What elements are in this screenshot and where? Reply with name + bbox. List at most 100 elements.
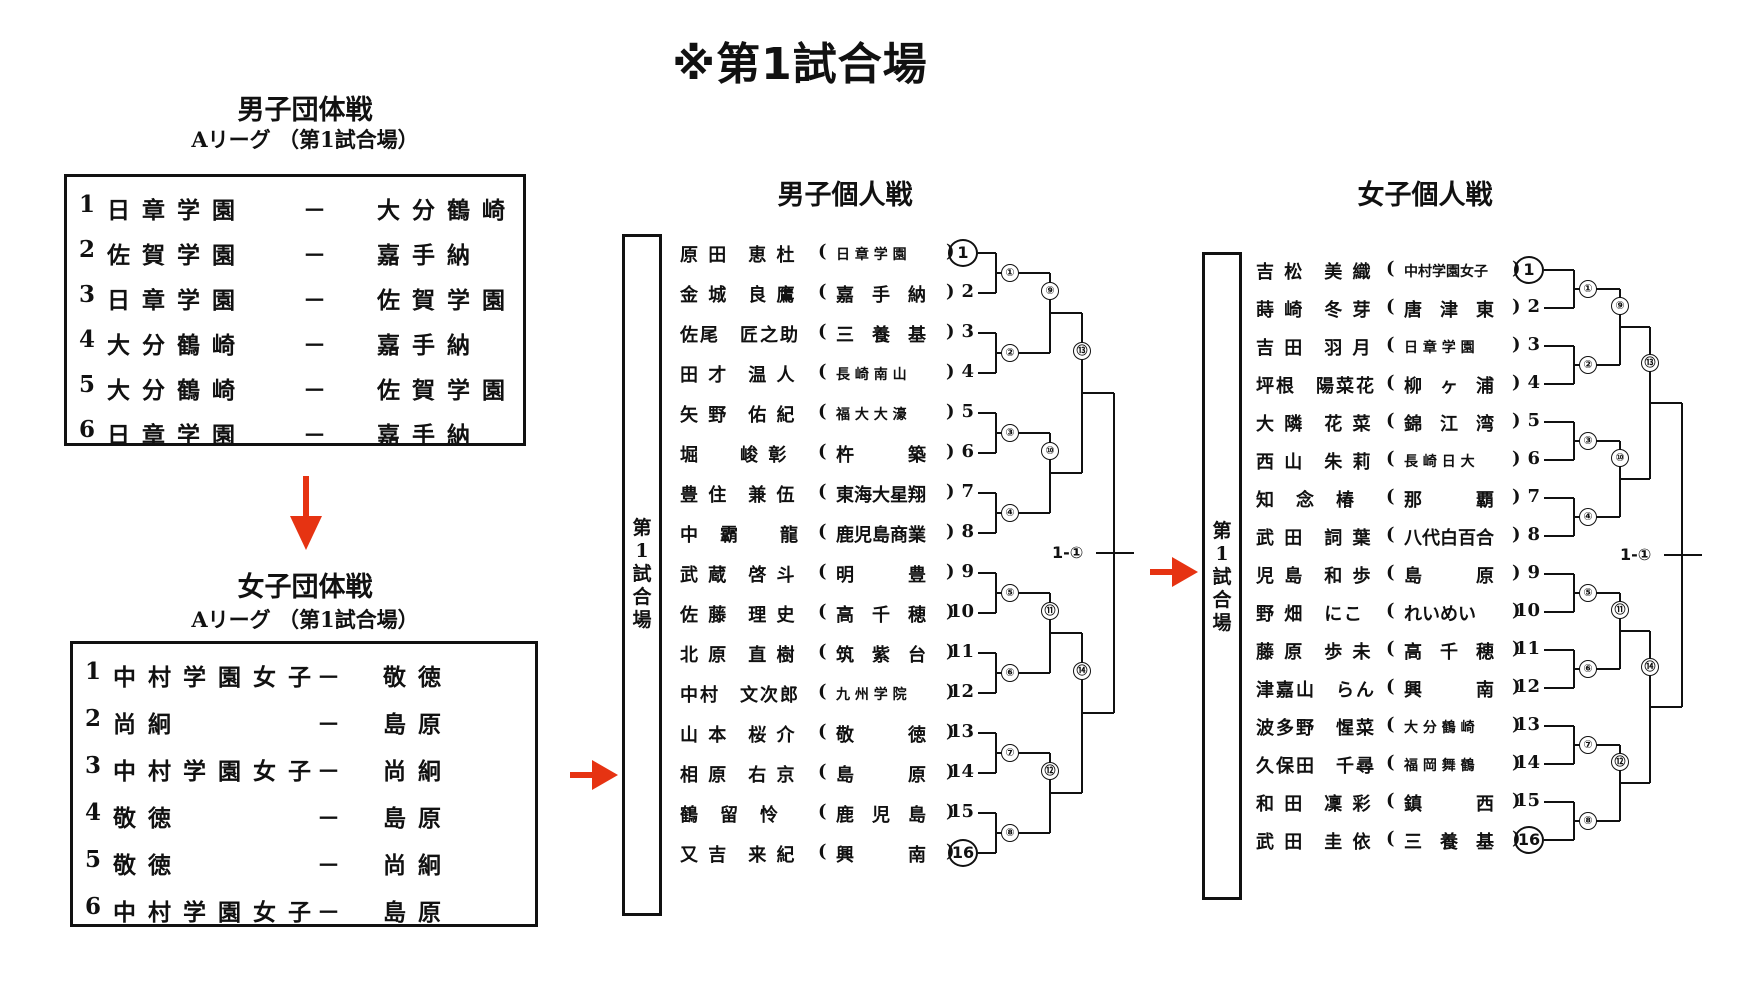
team-b: 嘉手納	[377, 242, 482, 269]
match-number-badge: ⑧	[1579, 812, 1597, 830]
player-name: 堀 峻 彰	[680, 445, 789, 466]
player-number: 8	[1527, 524, 1540, 545]
team-a: 日章学園	[107, 422, 247, 449]
match-number-badge: ⑦	[1579, 736, 1597, 754]
bracket-line	[1574, 820, 1620, 822]
versus-dash: －	[303, 332, 326, 359]
player-number: 13	[1514, 714, 1540, 735]
player-number: 5	[1527, 410, 1540, 431]
paren: (	[1386, 714, 1395, 735]
player-name: 山 本 桜 介	[680, 725, 797, 746]
paren: (	[1386, 828, 1395, 849]
match-number-badge: ⑦	[1001, 744, 1019, 762]
player-name: 和 田 凜 彩	[1256, 794, 1373, 815]
player-number: 4	[1527, 372, 1540, 393]
match-number-badge: ③	[1579, 432, 1597, 450]
paren: (	[818, 361, 827, 382]
player-number: 15	[1514, 790, 1540, 811]
match-number-badge: ⑥	[1001, 664, 1019, 682]
bracket-line	[1544, 801, 1574, 803]
final-match-label: 1-①	[1052, 543, 1084, 562]
team-a: 大分鶴崎	[107, 332, 247, 359]
paren: )	[1512, 486, 1521, 507]
school-name: れいめい	[1404, 604, 1476, 625]
bracket-line	[1620, 326, 1650, 328]
player-name: 原 田 恵 杜	[680, 245, 797, 266]
match-number: 3	[79, 281, 96, 308]
bracket-line	[1650, 402, 1682, 404]
player-name: 矢 野 佑 紀	[680, 405, 797, 426]
seed-number: 16	[1514, 826, 1544, 854]
school-name: 興 南	[1404, 680, 1494, 701]
school-name: 高 千 穂	[836, 605, 926, 626]
match-number-badge: ④	[1579, 508, 1597, 526]
team-a: 日章学園	[107, 287, 247, 314]
match-number-badge: ⑩	[1611, 449, 1629, 467]
paren: )	[1512, 790, 1521, 811]
school-name: 唐 津 東	[1404, 300, 1494, 321]
team-b: 島原	[383, 711, 453, 738]
bracket-line	[996, 432, 1050, 434]
player-number: 6	[1527, 448, 1540, 469]
paren: (	[1386, 258, 1395, 279]
bracket-line	[1574, 592, 1620, 594]
bracket-line	[1574, 516, 1620, 518]
paren: (	[1386, 410, 1395, 431]
player-number: 14	[948, 761, 974, 782]
match-number-badge: ④	[1001, 504, 1019, 522]
bracket-line	[978, 492, 996, 494]
versus-dash: －	[303, 242, 326, 269]
paren: (	[1386, 524, 1395, 545]
paren: (	[1386, 334, 1395, 355]
bracket-line	[978, 532, 996, 534]
player-number: 11	[1514, 638, 1540, 659]
match-number-badge: ⑭	[1073, 662, 1091, 680]
bracket-line	[1050, 312, 1082, 314]
bracket-line	[996, 592, 1050, 594]
paren: (	[818, 801, 827, 822]
bracket-line	[1544, 649, 1574, 651]
arrow-right-icon	[1150, 557, 1198, 587]
match-number-badge: ⑬	[1641, 354, 1659, 372]
school-name: 八代白百合	[1404, 528, 1494, 549]
paren: (	[1386, 752, 1395, 773]
player-name: 金 城 良 鷹	[680, 285, 797, 306]
player-number: 2	[1527, 296, 1540, 317]
school-name: 日 章 学 園	[836, 247, 907, 263]
player-number: 12	[948, 681, 974, 702]
bracket-line	[1664, 554, 1702, 556]
team-a: 日章学園	[107, 197, 247, 224]
bracket-line	[1544, 459, 1574, 461]
paren: )	[1512, 448, 1521, 469]
bracket-line	[996, 752, 1050, 754]
player-number: 12	[1514, 676, 1540, 697]
girls-individual-title: 女子個人戦	[1357, 180, 1493, 211]
match-number-badge: ⑩	[1041, 442, 1059, 460]
school-name: 日 章 学 園	[1404, 340, 1475, 356]
paren: (	[1386, 372, 1395, 393]
player-name: 武 田 詞 葉	[1256, 528, 1373, 549]
player-number: 10	[1514, 600, 1540, 621]
bracket-line	[1574, 364, 1620, 366]
versus-dash: －	[317, 758, 340, 785]
versus-dash: －	[317, 664, 340, 691]
bracket-line	[978, 612, 996, 614]
match-number: 2	[85, 705, 102, 732]
team-b: 嘉手納	[377, 422, 482, 449]
versus-dash: －	[317, 899, 340, 926]
school-name: 興 南	[836, 845, 926, 866]
match-number-badge: ⑥	[1579, 660, 1597, 678]
player-name: 中村 文次郎	[680, 685, 800, 706]
seed-number: 1	[948, 239, 978, 267]
player-name: 藤 原 歩 未	[1256, 642, 1373, 663]
paren: )	[1512, 676, 1521, 697]
team-a: 敬徳	[113, 852, 183, 879]
